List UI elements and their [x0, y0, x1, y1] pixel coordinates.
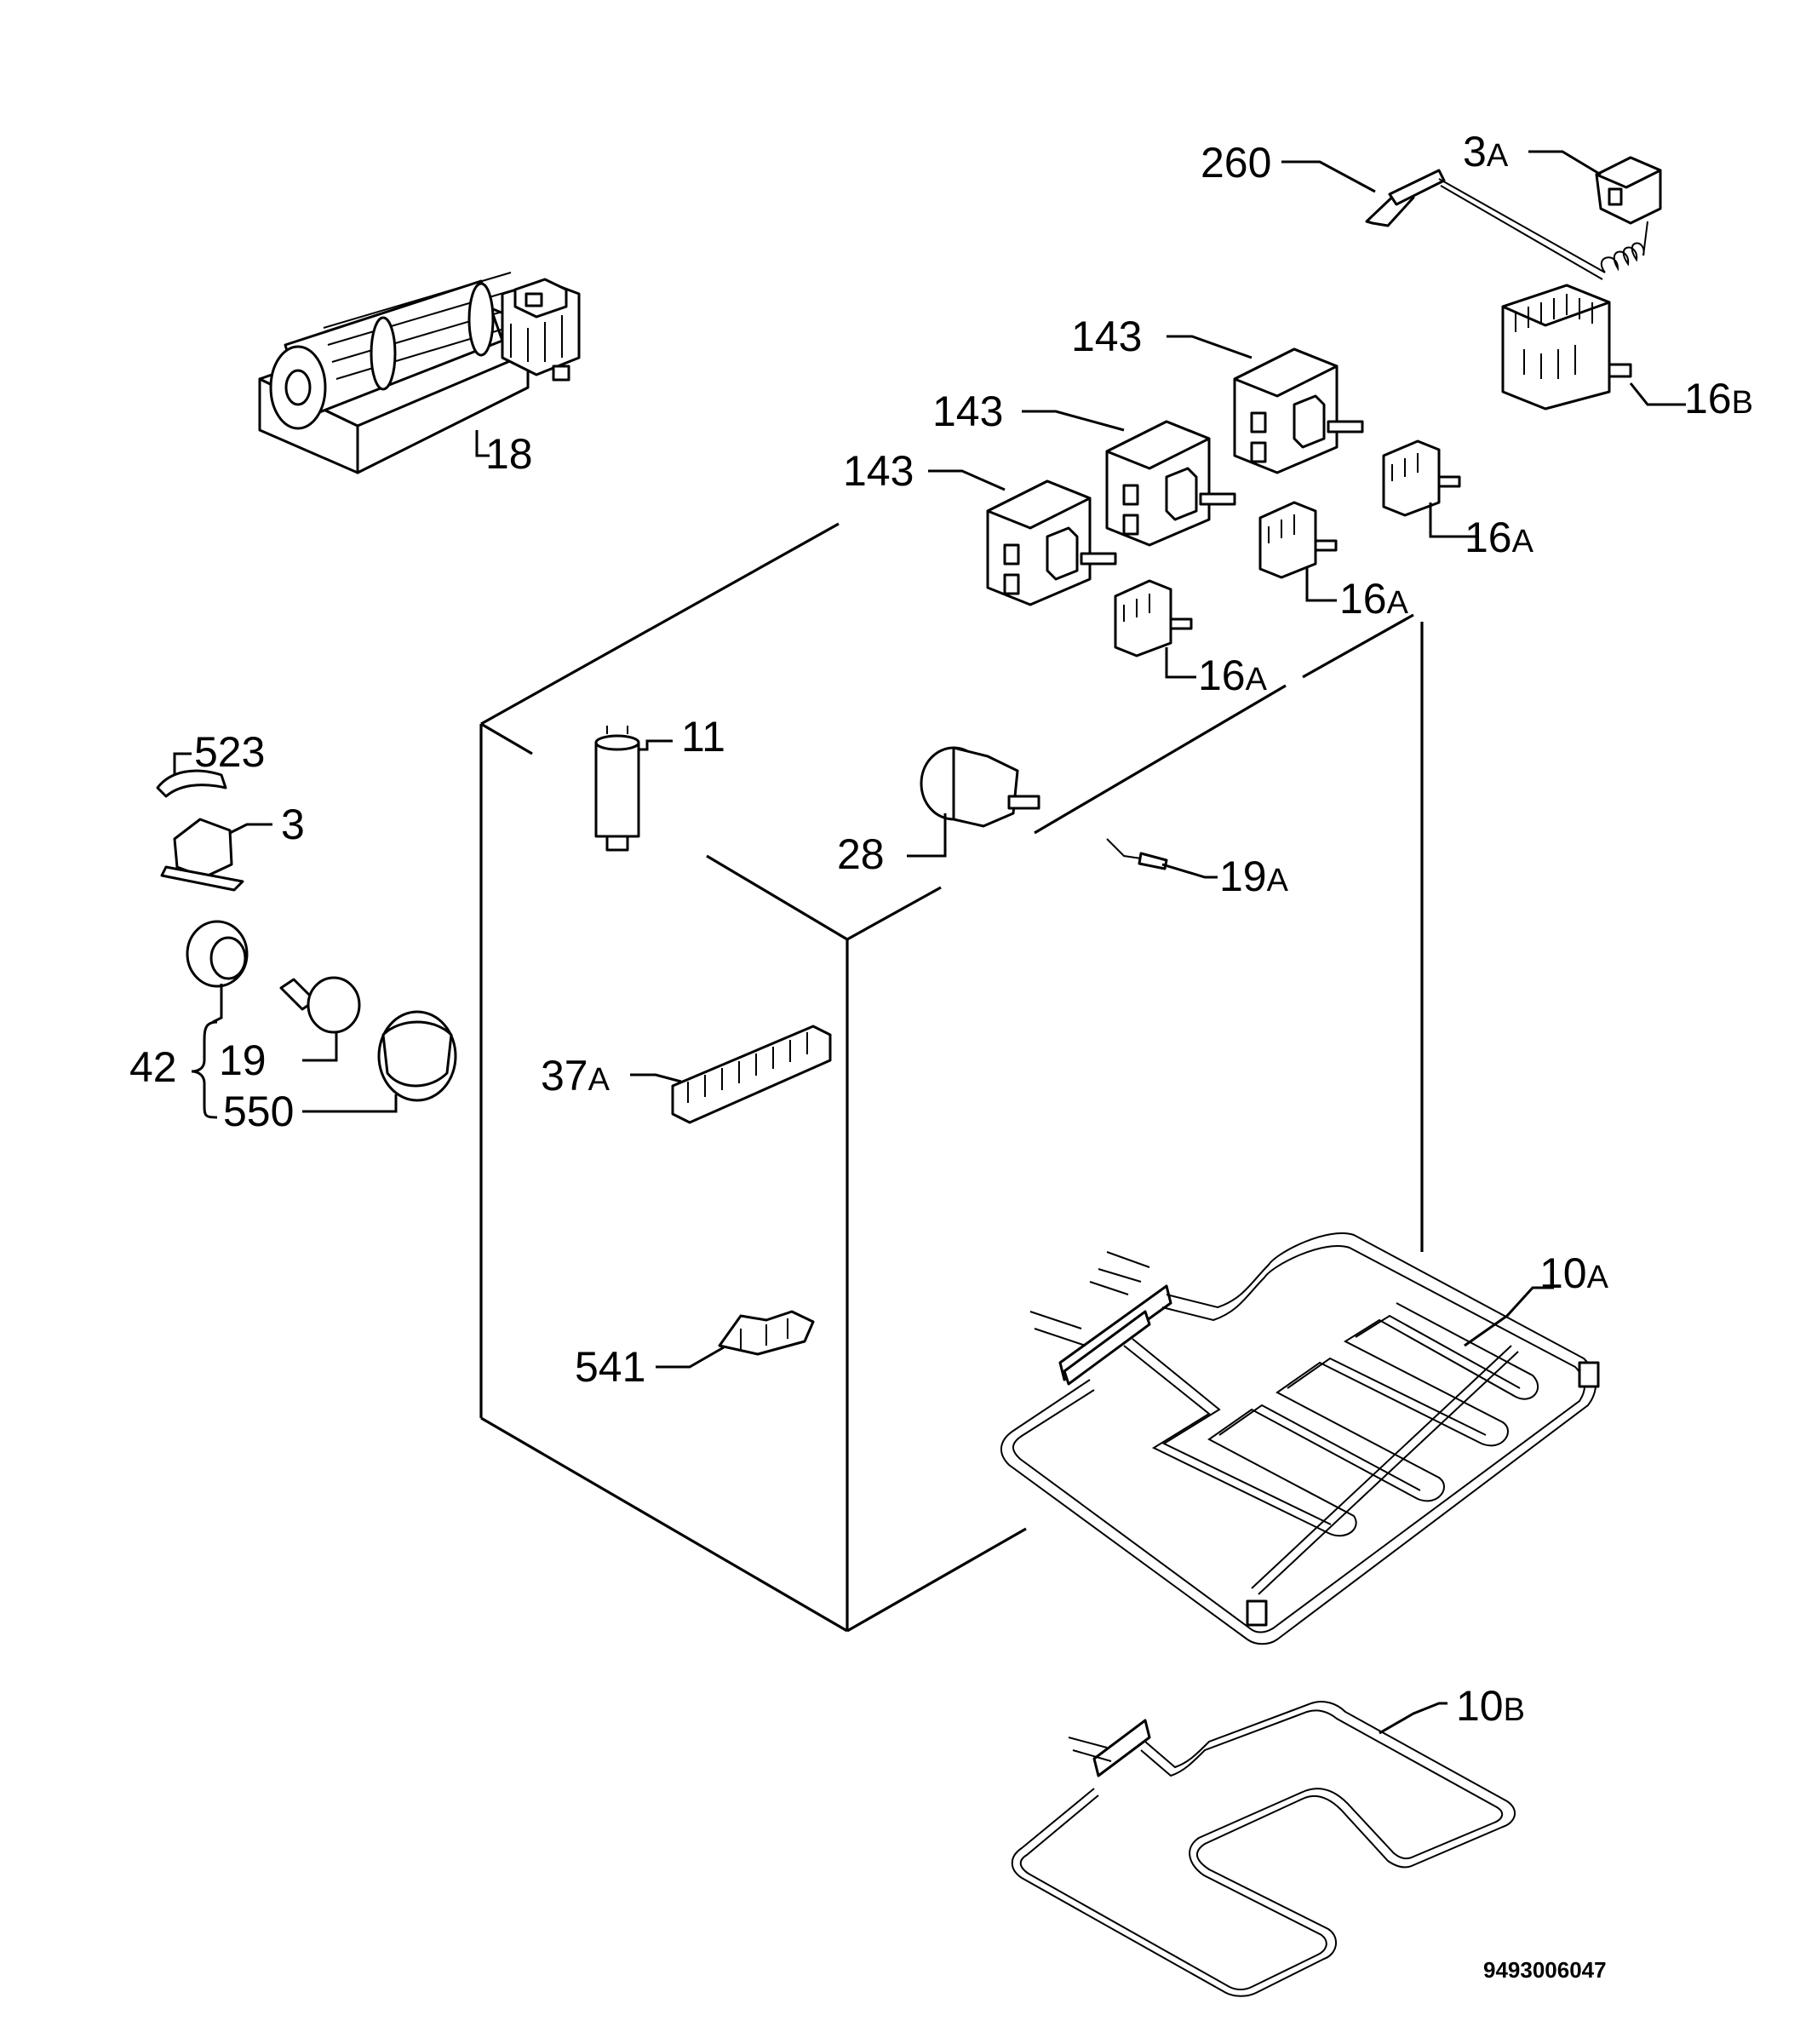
sensor-part-19a	[1106, 838, 1218, 879]
label-523: 523	[194, 728, 265, 776]
label-541: 541	[575, 1343, 645, 1391]
label-16a-lower: 16A	[1198, 652, 1268, 699]
grill-element-part-10a	[1000, 1232, 1600, 1645]
label-143-lower: 143	[843, 447, 914, 495]
switch-16a-lower	[1114, 579, 1196, 679]
brace-42	[191, 1020, 218, 1119]
drawing-number: 9493006047	[1483, 1957, 1607, 1983]
label-3: 3	[281, 801, 305, 848]
lamp-bulb-part-19	[279, 976, 361, 1062]
label-19: 19	[219, 1036, 267, 1084]
selector-switch-part-16b	[1501, 284, 1686, 411]
label-19a: 19A	[1219, 853, 1289, 900]
label-16a-right: 16A	[1465, 514, 1534, 561]
thermostat-part-3a	[1528, 150, 1662, 225]
lamp-cover-part-550	[302, 1010, 457, 1113]
label-143-upper: 143	[1071, 313, 1142, 360]
terminal-block-part-37a	[630, 1025, 832, 1124]
thermostat-bulb-part-260	[1281, 160, 1648, 280]
label-16b: 16B	[1684, 375, 1753, 422]
label-16a-middle: 16A	[1339, 575, 1409, 623]
label-10b: 10B	[1456, 1682, 1525, 1730]
connector-part-541	[656, 1310, 815, 1369]
label-42: 42	[129, 1043, 177, 1091]
energy-regulator-143-middle	[1022, 410, 1236, 547]
spit-motor-part-28	[907, 746, 1040, 858]
oven-cabinet-outline	[479, 522, 1424, 1633]
part-labels: 260 3A 16B 143 143 143 16A 16A 16A 18 11…	[129, 128, 1753, 1730]
label-28: 28	[837, 830, 885, 878]
capacitor-part-11	[594, 726, 673, 852]
switch-16a-middle	[1258, 501, 1338, 602]
label-3a: 3A	[1463, 128, 1509, 175]
lamp-holder-part-42	[186, 920, 249, 1024]
energy-regulator-143-lower	[928, 469, 1117, 606]
bottom-element-part-10b	[1011, 1701, 1516, 1997]
label-260: 260	[1201, 139, 1271, 187]
energy-regulator-143-upper	[1167, 335, 1364, 474]
tangential-fan-part-18	[258, 272, 581, 474]
label-143-middle: 143	[932, 388, 1003, 435]
label-11: 11	[681, 713, 725, 761]
switch-16a-right	[1382, 439, 1477, 538]
label-550: 550	[223, 1088, 294, 1135]
label-10a: 10A	[1539, 1249, 1609, 1297]
thermostat-part-3	[160, 818, 272, 892]
label-18: 18	[485, 430, 533, 478]
clip-part-523	[156, 752, 227, 798]
label-37a: 37A	[541, 1052, 611, 1100]
